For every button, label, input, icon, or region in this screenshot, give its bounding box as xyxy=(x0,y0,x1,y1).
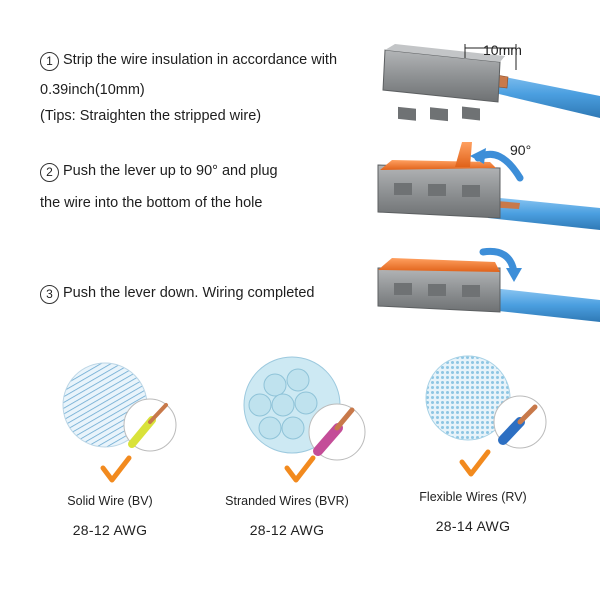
flexible-wire-name: Flexible Wires (RV) xyxy=(419,490,527,504)
flexible-wire-item: Flexible Wires (RV) 28-14 AWG xyxy=(378,490,568,534)
solid-wire-icon xyxy=(62,362,177,452)
solid-wire-check-icon xyxy=(100,455,132,483)
solid-wire-name: Solid Wire (BV) xyxy=(67,494,153,508)
step-2-number: 2 xyxy=(40,163,59,182)
step-1-line-2: 0.39inch(10mm) xyxy=(40,82,145,98)
step-2-connector xyxy=(377,142,600,230)
step-3-connector xyxy=(377,247,600,322)
step-3-wire xyxy=(490,288,600,322)
step-3-line-1: Push the lever down. Wiring completed xyxy=(63,285,315,301)
solid-wire-item: Solid Wire (BV) 28-12 AWG xyxy=(15,494,205,538)
stranded-wire-name: Stranded Wires (BVR) xyxy=(225,494,349,508)
strip-length-label: 10mm xyxy=(483,42,522,58)
step-2-line-2: the wire into the bottom of the hole xyxy=(40,195,263,211)
stranded-wire-awg: 28-12 AWG xyxy=(249,522,325,538)
step-2-line-1: Push the lever up to 90° and plug xyxy=(63,163,278,179)
stranded-wire-check-icon xyxy=(284,455,316,483)
flexible-wire-awg: 28-14 AWG xyxy=(435,518,511,534)
lever-angle-label: 90° xyxy=(510,142,532,158)
step-1-number: 1 xyxy=(40,52,59,71)
stranded-wire-item: Stranded Wires (BVR) 28-12 AWG xyxy=(192,494,382,538)
step-3-lever xyxy=(378,258,500,272)
step-2-lever xyxy=(455,142,472,167)
solid-wire-awg: 28-12 AWG xyxy=(72,522,148,538)
flexible-wire-check-icon xyxy=(459,449,491,477)
step-1-connector xyxy=(382,44,600,122)
step-1-line-1: Strip the wire insulation in accordance … xyxy=(63,52,338,68)
step-1-line-3: (Tips: Straighten the stripped wire) xyxy=(40,108,262,124)
step-3-number: 3 xyxy=(40,285,59,304)
stranded-wire-icon xyxy=(243,356,366,461)
flexible-wire-icon xyxy=(425,355,547,449)
